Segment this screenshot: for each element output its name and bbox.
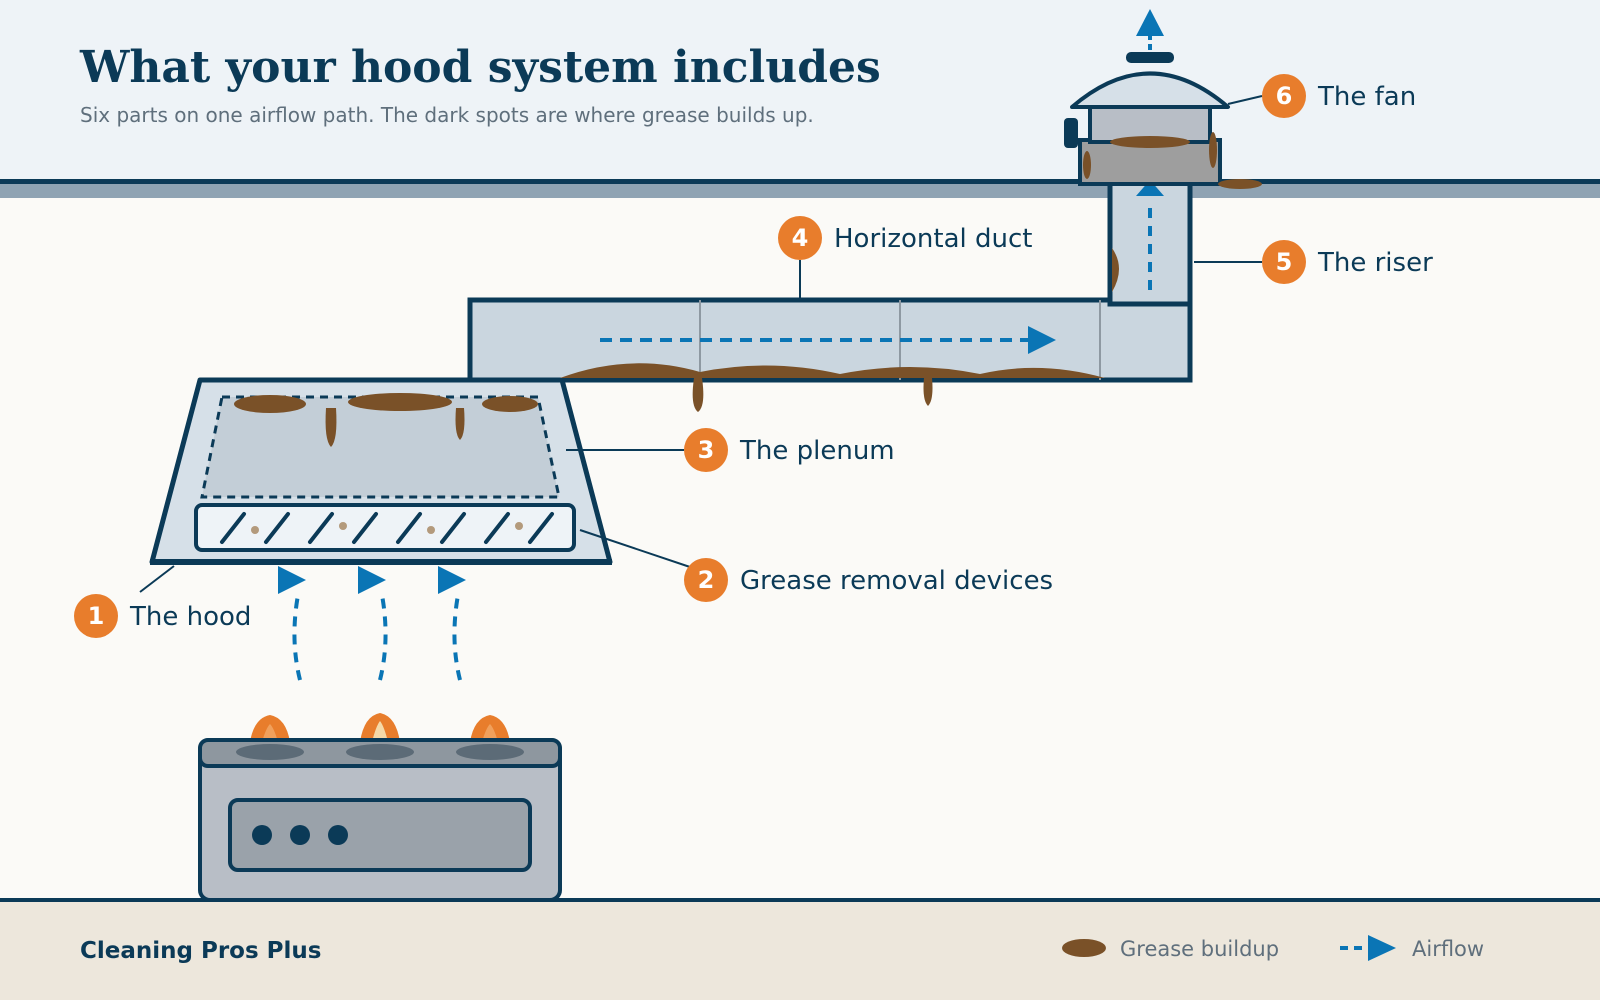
callout-1: 1 The hood (74, 594, 251, 638)
grease-spot (1110, 136, 1190, 148)
leader-lines (139, 95, 1263, 593)
grease-spot (234, 395, 306, 413)
airflow-arrow-icon (1136, 9, 1164, 36)
callout-6: 6 The fan (1262, 74, 1416, 118)
callout-number: 5 (1276, 248, 1293, 276)
header-background (0, 0, 1600, 182)
airflow-arrow-icon (1028, 326, 1056, 354)
grease-spot (1209, 132, 1217, 168)
callout-badge (778, 216, 822, 260)
fan-handle (1064, 118, 1078, 148)
grease-drip (923, 378, 933, 406)
grease-spot (348, 393, 452, 411)
callout-2: 2 Grease removal devices (684, 558, 1053, 602)
filter-baffles (220, 512, 554, 544)
component-label-horizontal-duct: Horizontal duct (834, 224, 1033, 254)
burner (346, 744, 414, 760)
horizontal-duct (467, 297, 1193, 412)
airflow-path (452, 594, 462, 681)
airflow-arrow-icon (278, 566, 306, 594)
roof-band (0, 182, 1600, 198)
grease-dot (515, 522, 523, 530)
fan-dome (1070, 71, 1230, 109)
legend-airflow-label: Airflow (1412, 937, 1484, 961)
callout-badge (684, 428, 728, 472)
grease-spot (482, 396, 538, 412)
airflow-path (292, 594, 302, 681)
legend-grease-label: Grease buildup (1120, 937, 1279, 961)
stove-airflow (292, 594, 462, 681)
grease-filter (194, 503, 576, 552)
page-subtitle: Six parts on one airflow path. The dark … (80, 103, 814, 127)
grease-dot (251, 526, 259, 534)
grease-spot-icon (1062, 939, 1106, 957)
grease-drip (325, 408, 337, 447)
airflow-arrow-icon (1136, 180, 1164, 196)
flame-icon (470, 715, 510, 742)
footer-background (0, 900, 1600, 1000)
callout-3: 3 The plenum (684, 428, 895, 472)
callout-badge (1262, 74, 1306, 118)
grease-buildup (1112, 248, 1119, 292)
brand-name: Cleaning Pros Plus (80, 938, 322, 964)
callout-number: 1 (88, 602, 105, 630)
burner (236, 744, 304, 760)
hood (149, 377, 613, 565)
stove-knob (328, 825, 348, 845)
component-label-plenum: The plenum (739, 436, 895, 466)
page-title: What your hood system includes (79, 42, 881, 93)
airflow-arrow-icon (1368, 935, 1396, 961)
component-label-grease-removal: Grease removal devices (740, 566, 1053, 596)
flame-icon (360, 713, 400, 742)
grease-spot (1218, 179, 1262, 189)
callout-number: 3 (698, 436, 715, 464)
component-label-fan: The fan (1317, 82, 1416, 112)
fan-icon (1064, 9, 1262, 189)
floor-line (0, 898, 1600, 902)
stove-knob (290, 825, 310, 845)
airflow-arrow-icon (358, 566, 386, 594)
callout-number: 6 (1276, 82, 1293, 110)
grease-drip (455, 408, 465, 440)
grease-dot (427, 526, 435, 534)
oven-door (228, 798, 532, 872)
stove-knob (252, 825, 272, 845)
component-label-riser: The riser (1317, 248, 1433, 278)
grease-spot (1083, 151, 1091, 179)
callout-number: 4 (792, 224, 809, 252)
callout-4: 4 Horizontal duct (778, 216, 1033, 260)
callout-badge (74, 594, 118, 638)
callout-5: 5 The riser (1262, 240, 1433, 284)
stove (198, 713, 562, 902)
callout-badge (1262, 240, 1306, 284)
riser (1107, 179, 1193, 307)
callout-badge (684, 558, 728, 602)
fan-cap (1126, 52, 1174, 63)
leader-line-6 (1227, 95, 1263, 105)
roof-line (0, 179, 1600, 184)
flame-icon (250, 715, 290, 742)
grease-drip (692, 378, 704, 412)
airflow-path (378, 594, 388, 681)
component-label-hood: The hood (129, 602, 251, 632)
callout-number: 2 (698, 566, 715, 594)
grease-dot (339, 522, 347, 530)
legend: Grease buildup Airflow (1062, 935, 1484, 961)
grease-buildup (560, 363, 1105, 378)
airflow-arrow-icon (438, 566, 466, 594)
leader-line-2 (579, 529, 691, 568)
leader-line-1 (139, 565, 175, 593)
burner (456, 744, 524, 760)
